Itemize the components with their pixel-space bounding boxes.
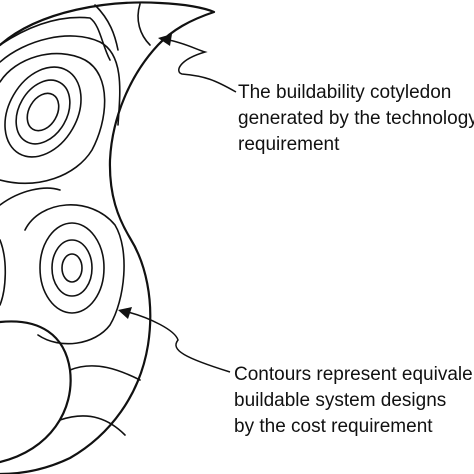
leader-line-cotyledon (167, 39, 237, 93)
contour-ring (39, 222, 105, 314)
contour-cluster-upper (0, 16, 121, 184)
contour-cluster-lower (0, 187, 125, 345)
annotation-cotyledon: The buildability cotyledon generated by … (238, 82, 474, 155)
annotation-contours: Contours represent equivalent buildable … (234, 364, 474, 437)
contour-cluster-bottom (59, 365, 141, 436)
annotation-line: The buildability cotyledon (238, 82, 451, 103)
contour-line (0, 35, 121, 126)
contour-line (0, 16, 111, 61)
contour-ring (4, 66, 82, 158)
contour-line (0, 239, 7, 306)
contour-line (59, 415, 126, 436)
leader-line-contours (127, 311, 231, 373)
annotation-line: Contours represent equivalent (234, 364, 474, 385)
contour-line (69, 365, 141, 381)
contour-ring (61, 253, 83, 283)
contour-line (94, 4, 119, 51)
contour-line (24, 204, 125, 345)
contour-cluster-top (94, 3, 151, 51)
annotation-line: by the cost requirement (234, 416, 433, 437)
contour-line (137, 3, 151, 46)
contour-ring (51, 239, 93, 297)
contour-line (0, 52, 106, 184)
inner-circle-outline (0, 320, 72, 464)
contour-line (0, 187, 61, 206)
annotation-line: requirement (238, 134, 340, 155)
contour-ring (26, 92, 60, 132)
annotation-line: buildable system designs (234, 390, 446, 411)
contour-ring (15, 79, 71, 145)
arrowhead-contours (118, 307, 132, 319)
annotation-line: generated by the technology (238, 108, 474, 129)
arrowhead-cotyledon (158, 34, 172, 46)
